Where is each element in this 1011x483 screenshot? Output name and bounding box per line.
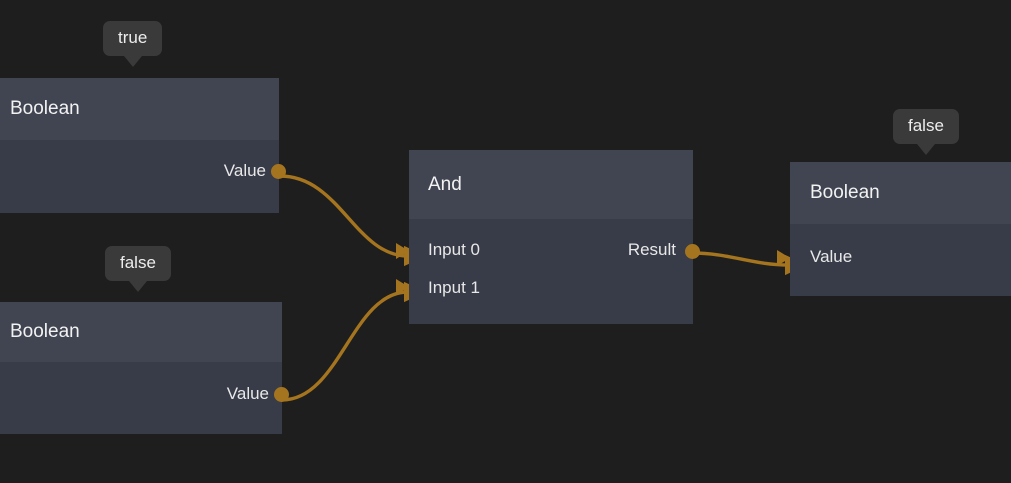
tooltip-boolean-false: false [105, 246, 171, 291]
tooltip-text: true [118, 28, 148, 47]
output-port-dot-value[interactable] [271, 164, 286, 179]
node-boolean-false[interactable]: Boolean Value [0, 302, 289, 434]
tooltip-text: false [120, 253, 156, 272]
edge-boolean-true-to-and-input0 [279, 174, 427, 267]
port-label: Value [223, 161, 266, 180]
node-header[interactable]: Boolean [0, 78, 279, 140]
port-label: Value [810, 247, 853, 266]
node-body: Value [0, 362, 289, 434]
tooltip-boolean-true: true [103, 21, 163, 66]
input-port-row-value[interactable]: Value [810, 248, 852, 265]
node-title: Boolean [10, 321, 80, 342]
input-port-row-input0[interactable]: Input 0 [428, 241, 480, 258]
node-header[interactable]: And [409, 150, 693, 219]
node-title: Boolean [810, 182, 880, 203]
node-title: And [428, 173, 462, 195]
node-boolean-result[interactable]: Boolean Value [777, 162, 1011, 296]
output-port-row-result[interactable]: Result [628, 241, 676, 258]
input-port-arrow-input0[interactable] [396, 243, 409, 259]
tooltip-text: false [908, 116, 944, 135]
tooltip-boolean-result: false [893, 109, 959, 154]
port-label: Input 0 [428, 240, 480, 259]
output-port-dot-value[interactable] [274, 387, 289, 402]
node-body: Value [777, 224, 1011, 296]
edge-boolean-false-to-and-input1 [281, 281, 427, 402]
port-label: Result [627, 240, 676, 259]
input-port-arrow-input1[interactable] [396, 279, 409, 295]
port-label: Input 1 [428, 278, 480, 297]
node-header[interactable]: Boolean [0, 302, 282, 362]
input-port-arrow-value[interactable] [777, 250, 790, 266]
output-port-row-value[interactable]: Value [224, 162, 266, 179]
output-port-row-value[interactable]: Value [227, 385, 269, 402]
node-header[interactable]: Boolean [790, 162, 1011, 224]
node-body: Value [0, 140, 286, 213]
node-body: Input 0 Input 1 Result [396, 219, 700, 324]
node-boolean-true[interactable]: Boolean Value [0, 78, 286, 213]
output-port-dot-result[interactable] [685, 244, 700, 259]
port-label: Value [226, 384, 269, 403]
input-port-row-input1[interactable]: Input 1 [428, 279, 480, 296]
node-title: Boolean [10, 98, 80, 119]
edge-and-result-to-boolean-result-value [691, 251, 808, 276]
node-and[interactable]: And Input 0 Input 1 Result [396, 150, 700, 324]
